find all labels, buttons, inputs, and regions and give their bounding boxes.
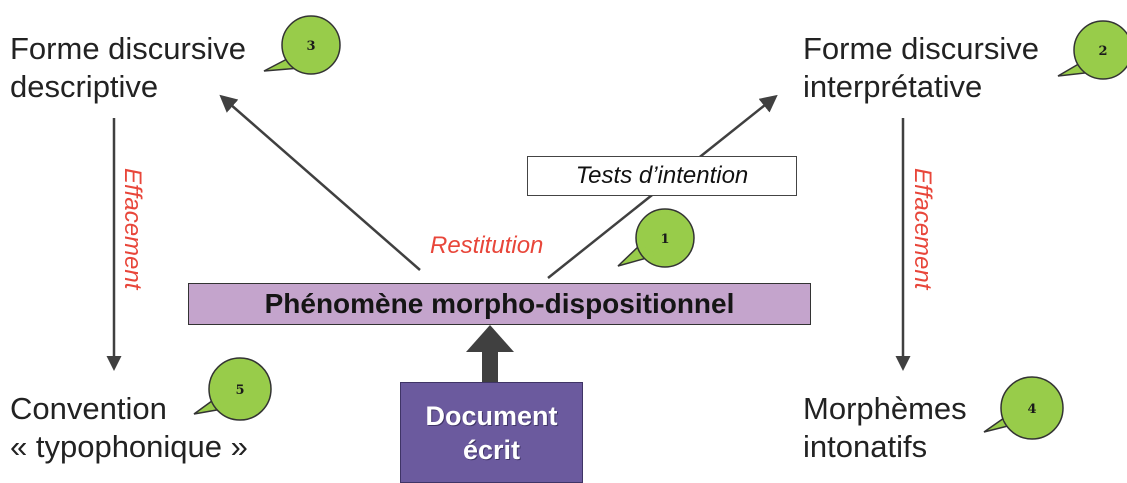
document-line2: écrit [462, 434, 521, 465]
bubble-1: 1 [617, 208, 695, 268]
node-forme-interpretative-line1: Forme discursive [803, 31, 1039, 66]
bubble-number: 1 [660, 232, 669, 247]
effacement-left-label: Effacement [119, 168, 146, 290]
bubble-number: 4 [1027, 402, 1036, 417]
node-morphemes-line2: intonatifs [803, 429, 928, 464]
document-line1: Document [425, 400, 558, 431]
bubble-number: 3 [306, 39, 315, 54]
arrow-document-to-phenomene [466, 325, 514, 384]
arrow-restitution [219, 94, 421, 271]
bubble-2: 2 [1057, 20, 1127, 80]
node-forme-descriptive-line2: descriptive [10, 69, 159, 104]
phenomene-label: Phénomène morpho-dispositionnel [264, 288, 735, 319]
phenomene-box: Phénomène morpho-dispositionnel [188, 283, 811, 325]
tests-intention-label: Tests d’intention [575, 162, 749, 189]
tests-intention-box: Tests d’intention [527, 156, 797, 196]
bubble-3: 3 [263, 15, 341, 75]
bubble-5: 5 [193, 357, 272, 421]
effacement-right-label: Effacement [909, 168, 936, 290]
bubble-number: 2 [1098, 44, 1107, 59]
node-convention: Convention « typophonique » [10, 390, 248, 466]
bubble-number: 5 [235, 383, 244, 398]
node-forme-interpretative: Forme discursive interprétative [803, 30, 1039, 106]
node-forme-descriptive: Forme discursive descriptive [10, 30, 246, 106]
node-convention-line1: Convention [10, 391, 167, 426]
node-convention-line2: « typophonique » [10, 429, 248, 464]
bubble-4: 4 [983, 376, 1064, 440]
node-morphemes: Morphèmes intonatifs [803, 390, 967, 466]
restitution-label: Restitution [430, 232, 544, 259]
node-morphemes-line1: Morphèmes [803, 391, 967, 426]
node-forme-interpretative-line2: interprétative [803, 69, 983, 104]
document-box: Document écrit [400, 382, 583, 483]
node-forme-descriptive-line1: Forme discursive [10, 31, 246, 66]
